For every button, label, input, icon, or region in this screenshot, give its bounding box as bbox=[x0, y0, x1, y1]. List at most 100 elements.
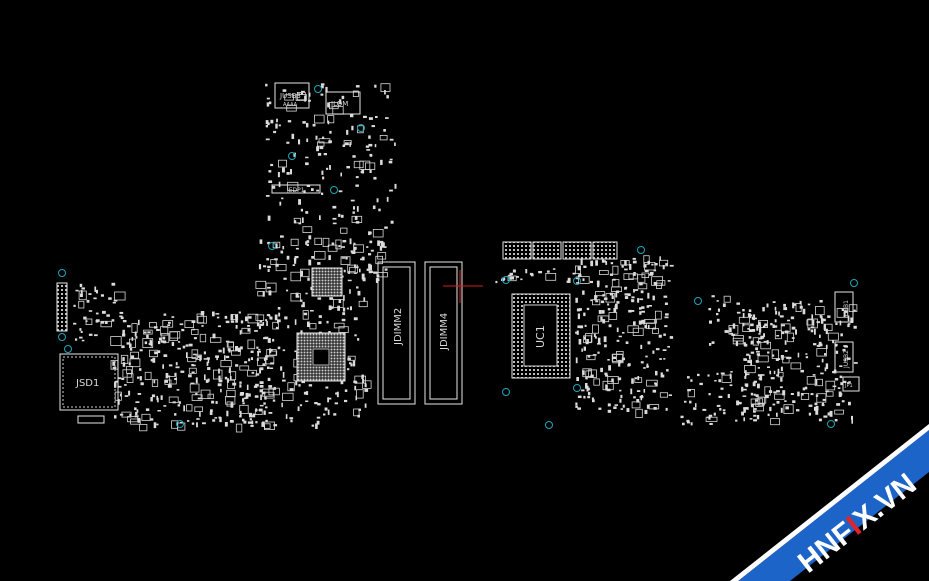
smd-pad bbox=[83, 316, 87, 320]
smd-pad bbox=[640, 361, 644, 364]
smd-pad bbox=[268, 385, 273, 388]
smd-pad bbox=[816, 393, 827, 403]
jusb2-connector[interactable]: JUSB2 bbox=[834, 341, 854, 373]
smd-pad bbox=[126, 342, 131, 345]
smd-pad bbox=[354, 216, 358, 220]
smd-pad bbox=[253, 385, 258, 388]
smd-pad bbox=[624, 286, 628, 289]
jusb3-connector[interactable]: JUSB3 AAAA bbox=[274, 82, 310, 109]
smd-pad bbox=[220, 388, 222, 393]
jlom-label: JLOM bbox=[330, 100, 348, 108]
smd-pad bbox=[229, 420, 234, 423]
smd-pad bbox=[793, 303, 797, 306]
smd-pad bbox=[624, 260, 627, 266]
uc1-cpu[interactable]: UC1 bbox=[511, 293, 571, 379]
jusb1-connector[interactable]: JUSB1 bbox=[834, 291, 854, 323]
smd-pad bbox=[509, 272, 513, 276]
smd-pad bbox=[200, 313, 204, 316]
smd-pad bbox=[355, 85, 360, 88]
header-connectors[interactable] bbox=[502, 241, 618, 260]
jdimm2-slot[interactable]: JDIMM2 bbox=[377, 261, 416, 405]
smd-pad bbox=[743, 417, 745, 422]
bga-chip-small[interactable] bbox=[311, 267, 343, 297]
smd-pad bbox=[590, 260, 594, 267]
smd-pad bbox=[226, 389, 236, 398]
smd-pad bbox=[776, 335, 780, 337]
smd-pad bbox=[341, 95, 345, 100]
jedp1-connector[interactable]: JEDP1 bbox=[271, 184, 321, 194]
smd-pad bbox=[151, 379, 159, 387]
smd-pad bbox=[592, 324, 599, 334]
smd-pad bbox=[294, 319, 297, 325]
smd-pad bbox=[157, 397, 159, 403]
smd-pad bbox=[168, 396, 179, 403]
smd-pad bbox=[605, 285, 608, 288]
smd-pad bbox=[88, 293, 92, 295]
smd-pad bbox=[810, 329, 814, 333]
smd-pad bbox=[122, 333, 126, 337]
smd-pad bbox=[813, 343, 817, 346]
smd-pad bbox=[302, 226, 313, 233]
smd-pad bbox=[664, 316, 669, 319]
smd-pad bbox=[784, 330, 789, 334]
smd-pad bbox=[577, 266, 581, 271]
smd-pad bbox=[787, 356, 792, 359]
smd-pad bbox=[191, 371, 195, 373]
smd-pad bbox=[309, 323, 317, 330]
smd-pad bbox=[834, 419, 838, 422]
bga-chip-left[interactable] bbox=[296, 332, 346, 382]
smd-pad bbox=[819, 300, 823, 303]
smd-pad bbox=[770, 323, 773, 326]
smd-pad bbox=[315, 135, 318, 140]
smd-pad bbox=[653, 282, 657, 286]
smd-pad bbox=[290, 238, 299, 246]
smd-pad bbox=[265, 124, 268, 128]
smd-pad bbox=[168, 364, 173, 367]
smd-pad bbox=[300, 268, 310, 278]
smd-pad bbox=[647, 292, 650, 299]
smd-pad bbox=[209, 411, 213, 415]
smd-pad bbox=[627, 293, 631, 296]
smd-pad bbox=[641, 306, 645, 309]
smd-pad bbox=[379, 245, 383, 251]
smd-pad bbox=[658, 334, 662, 338]
smd-pad bbox=[581, 348, 583, 352]
smd-pad bbox=[806, 319, 813, 326]
smd-pad bbox=[75, 289, 79, 292]
smd-pad bbox=[307, 321, 310, 327]
smd-pad bbox=[232, 382, 237, 386]
smd-pad bbox=[600, 300, 605, 304]
smd-pad bbox=[644, 269, 649, 272]
smd-pad bbox=[649, 271, 654, 275]
smd-pad bbox=[365, 145, 369, 148]
jlom-connector[interactable]: JLOM bbox=[325, 91, 361, 115]
smd-pad bbox=[162, 340, 167, 344]
smd-pad bbox=[140, 382, 144, 386]
smd-pad bbox=[294, 257, 297, 264]
smd-pad bbox=[142, 338, 154, 349]
smd-pad bbox=[248, 316, 252, 319]
smd-pad bbox=[575, 357, 578, 364]
smd-pad bbox=[576, 330, 579, 335]
smd-pad bbox=[275, 263, 279, 267]
smd-pad bbox=[689, 400, 692, 404]
smd-pad bbox=[341, 275, 344, 278]
smd-pad bbox=[301, 217, 304, 223]
smd-pad bbox=[254, 409, 263, 416]
left-edge-connector[interactable] bbox=[56, 282, 68, 332]
jdimm4-slot[interactable]: JDIMM4 bbox=[424, 261, 463, 405]
mounting-hole bbox=[176, 420, 184, 428]
smd-pad bbox=[216, 355, 218, 361]
smd-pad bbox=[636, 390, 641, 392]
smd-pad bbox=[644, 409, 648, 414]
smd-pad bbox=[843, 380, 847, 383]
smd-pad bbox=[652, 350, 655, 354]
smd-pad bbox=[258, 326, 261, 329]
smd-pad bbox=[665, 263, 668, 266]
jsd1-card-reader[interactable]: JSD1 bbox=[59, 353, 119, 424]
smd-pad bbox=[269, 101, 272, 105]
jp1-connector[interactable]: JP1 bbox=[842, 376, 860, 392]
smd-pad bbox=[624, 287, 627, 290]
smd-pad bbox=[839, 365, 843, 367]
